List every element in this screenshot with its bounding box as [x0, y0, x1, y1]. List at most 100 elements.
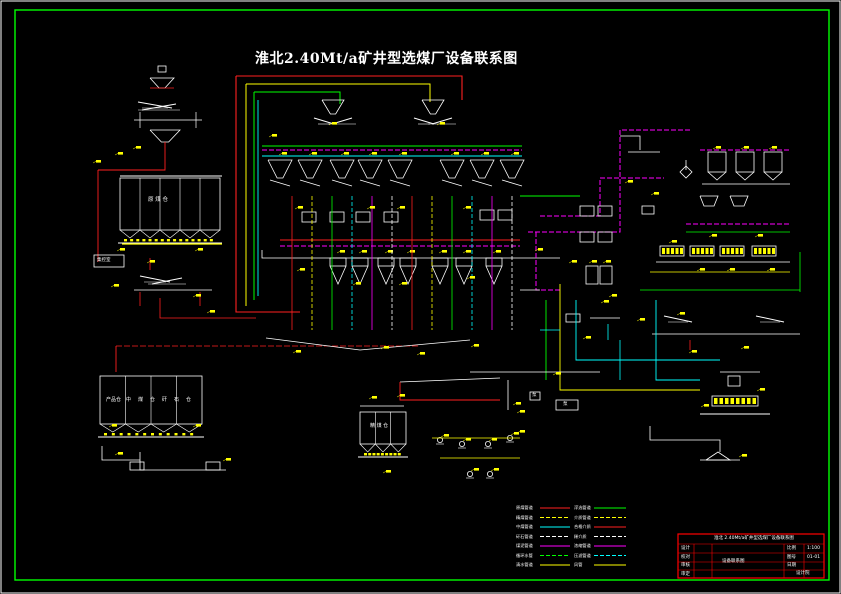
feeder-mark	[389, 453, 393, 456]
control-box	[93, 254, 125, 268]
equipment-tag	[356, 282, 361, 285]
tag-leader	[438, 251, 443, 254]
equipment-tag	[118, 152, 123, 155]
tag-leader	[700, 405, 705, 408]
filter-plate	[710, 248, 713, 254]
bin-cone	[176, 423, 203, 433]
equipment-box	[329, 211, 345, 223]
feeder-mark	[111, 433, 115, 436]
equipment-tag	[672, 240, 677, 243]
equipment-tag	[716, 146, 721, 149]
equipment-tag	[612, 294, 617, 297]
centrifuge	[579, 231, 595, 243]
tag-leader	[512, 403, 517, 406]
feeder-mark	[119, 433, 123, 436]
feeder-mark	[203, 239, 207, 242]
pipe-line	[101, 446, 140, 461]
feeder-mark	[135, 433, 139, 436]
raw-coal-bin-label: 原 煤 仓	[148, 197, 168, 203]
screen-icon	[151, 277, 183, 285]
equipment-tag	[198, 248, 203, 251]
tb-row-label: 审定	[681, 571, 690, 577]
tag-leader	[708, 235, 713, 238]
hopper-icon	[729, 195, 749, 207]
tag-leader	[462, 207, 467, 210]
pipe-line	[735, 171, 755, 181]
pipe-line	[575, 300, 720, 361]
thickener-icon	[705, 451, 732, 461]
pipe-line	[236, 75, 463, 100]
pump-box-label: 泵	[563, 402, 568, 407]
pump-icon	[466, 470, 473, 477]
tag-leader	[366, 207, 371, 210]
bin-cone	[159, 229, 181, 239]
tb-scale: 1:100	[807, 546, 820, 551]
tag-leader	[516, 411, 521, 414]
diagram-title: 淮北2.40Mt/a矿井型选煤厂设备联系图	[255, 51, 518, 67]
equipment-tag	[332, 122, 337, 125]
feeder-mark	[154, 239, 158, 242]
equipment-tag	[210, 310, 215, 313]
legend-label-right: 合格介质	[574, 524, 591, 529]
legend-label-right: 浓缩管道	[574, 543, 591, 548]
tag-leader	[726, 269, 731, 272]
equipment-box	[301, 211, 317, 223]
feeder-mark	[209, 239, 213, 242]
screen-icon	[269, 179, 291, 187]
tb-company: 设计院	[796, 571, 810, 576]
tag-leader	[368, 153, 373, 156]
belt-conveyor-icon	[359, 339, 471, 351]
screen-icon	[331, 179, 353, 187]
pump-box-label: 泵	[532, 393, 537, 398]
tag-leader	[294, 207, 299, 210]
tag-leader	[396, 395, 401, 398]
bin-cone	[139, 229, 161, 239]
filter-plate	[671, 248, 674, 254]
tag-leader	[650, 193, 655, 196]
screen-icon	[141, 103, 177, 111]
tank-box	[377, 257, 395, 267]
screen-icon	[501, 179, 523, 187]
equipment-tag	[592, 260, 597, 263]
belt-conveyor-icon	[399, 377, 501, 383]
equipment-tag	[384, 346, 389, 349]
equipment-tag	[654, 192, 659, 195]
feeder-mark	[158, 433, 162, 436]
hopper-icon	[399, 265, 417, 285]
pipe-line	[620, 135, 641, 150]
equipment-tag	[312, 152, 317, 155]
equipment-tag	[466, 438, 471, 441]
feeder-mark	[190, 433, 194, 436]
filter-plate	[763, 248, 766, 254]
pipe-line	[649, 426, 721, 452]
equipment-tag	[466, 206, 471, 209]
equipment-tag	[136, 146, 141, 149]
equipment-box	[479, 209, 495, 221]
filter-plate	[722, 248, 725, 254]
feeder-mark	[130, 239, 134, 242]
centrifuge	[579, 205, 595, 217]
equipment-tag	[758, 234, 763, 237]
tank-box	[585, 265, 599, 285]
feeder-mark	[174, 433, 178, 436]
screen-icon	[299, 179, 321, 187]
hopper-icon	[469, 159, 495, 179]
equipment-tag	[196, 294, 201, 297]
tag-leader	[114, 153, 119, 156]
equipment-tag	[556, 372, 561, 375]
equipment-tag	[680, 312, 685, 315]
equipment-box	[383, 211, 399, 223]
filter-plate	[662, 248, 665, 254]
filter-plate	[692, 248, 695, 254]
equipment-tag	[300, 268, 305, 271]
tag-leader	[296, 269, 301, 272]
equipment-tag	[298, 206, 303, 209]
loading-station	[205, 461, 221, 471]
legend-label-right: 压滤管道	[574, 552, 591, 558]
equipment-tag	[96, 160, 101, 163]
pipe-line	[528, 129, 692, 233]
feeder-mark	[197, 239, 201, 242]
tb-project-name: 淮北 2.40Mt/a矿井型选煤厂设备联系图	[714, 536, 794, 541]
equipment-tag	[760, 388, 765, 391]
